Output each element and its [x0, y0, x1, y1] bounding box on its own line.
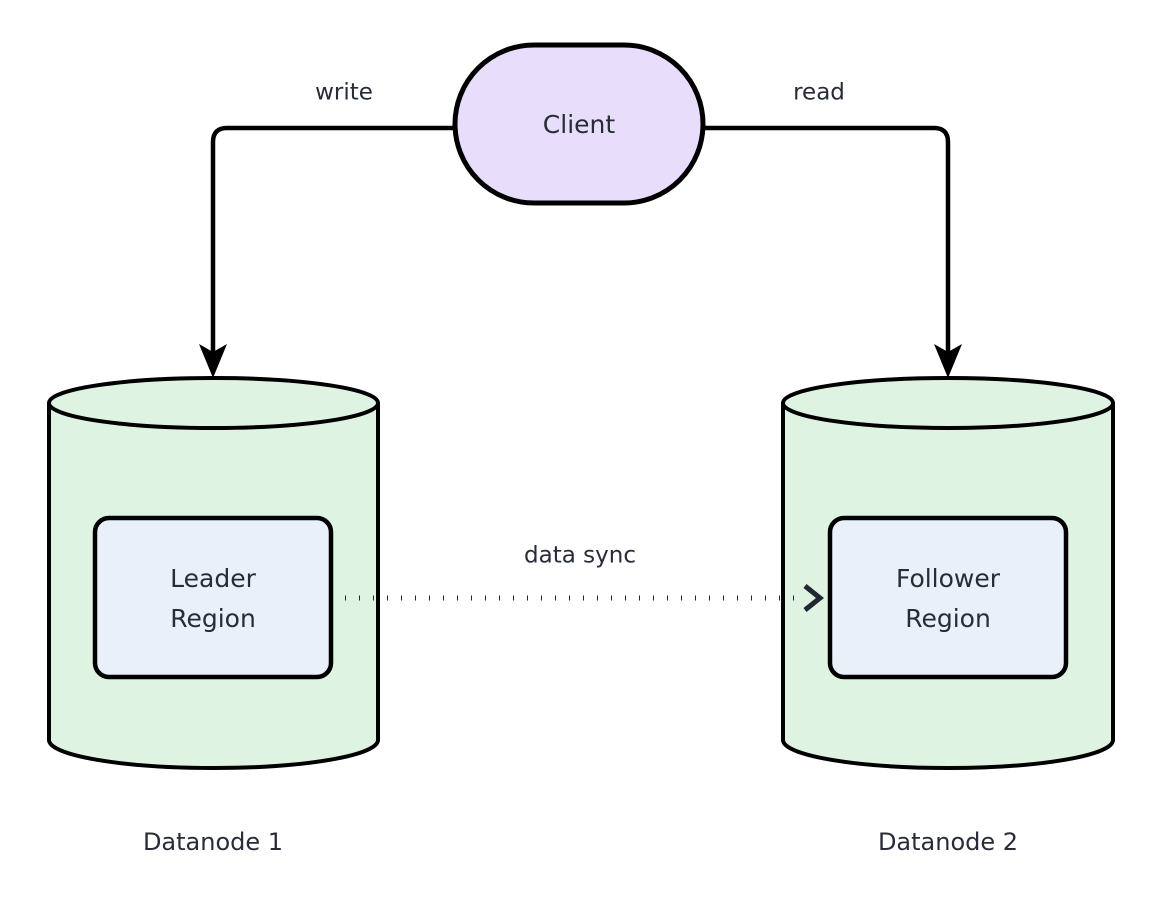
edge-write-arrowhead: [199, 344, 227, 378]
edge-read: [703, 125, 962, 378]
follower-region-box[interactable]: Follower Region: [827, 515, 1069, 680]
edge-data-sync-label: data sync: [524, 543, 636, 569]
leader-region-rect: [92, 515, 334, 680]
edge-read-arrowhead: [934, 344, 962, 378]
edge-write-path: [210, 125, 455, 352]
follower-region-label-line2: Region: [905, 604, 991, 633]
edge-read-path: [703, 125, 951, 352]
datanode-1-cylinder-top-fill: [49, 378, 378, 428]
edge-read-label: read: [793, 80, 845, 106]
edge-data-sync: [345, 584, 825, 612]
leader-region-box[interactable]: Leader Region: [92, 515, 334, 680]
client-node[interactable]: Client: [452, 42, 706, 206]
follower-region-rect: [827, 515, 1069, 680]
datanode-2-caption: Datanode 2: [878, 828, 1018, 856]
datanode-1-cylinder-top-rim: [47, 376, 380, 430]
client-node-label: Client: [543, 110, 616, 139]
edge-data-sync-arrowhead: [803, 584, 825, 612]
datanode-2-cylinder-top-rim: [781, 376, 1115, 430]
follower-region-label-line1: Follower: [896, 564, 1001, 593]
client-node-shape: [452, 42, 706, 206]
leader-region-label-line2: Region: [170, 604, 256, 633]
datanode-1-caption: Datanode 1: [143, 828, 283, 856]
edge-write: [199, 125, 455, 378]
datanode-2-cylinder-outline: [781, 403, 1115, 770]
datanode-2-cylinder-top-fill: [783, 378, 1113, 428]
leader-region-label-line1: Leader: [170, 564, 256, 593]
datanode-1-cylinder-outline: [47, 403, 380, 770]
edge-write-label: write: [315, 80, 373, 106]
